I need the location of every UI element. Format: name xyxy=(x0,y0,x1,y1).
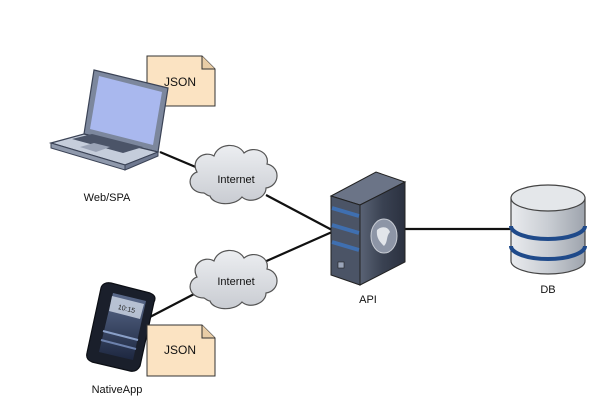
phone-clock: 10:15 xyxy=(117,304,136,315)
connectors xyxy=(147,150,512,319)
json-note-bottom-label: JSON xyxy=(164,343,196,357)
server-icon xyxy=(329,171,407,286)
database-icon xyxy=(509,184,587,275)
laptop-icon xyxy=(48,69,169,171)
line-web-to-cloud xyxy=(159,150,199,170)
phone-icon: 10:15 xyxy=(86,282,156,372)
json-note-top-label: JSON xyxy=(164,75,196,89)
cloud-icon-top: Internet xyxy=(189,144,278,205)
cloud-bottom-label: Internet xyxy=(217,276,254,288)
web-spa-label: Web/SPA xyxy=(84,192,131,204)
cloud-icon-bottom: Internet xyxy=(189,249,278,310)
line-native-to-cloud xyxy=(147,291,199,319)
cloud-top-label: Internet xyxy=(217,174,254,186)
line-cloud-to-api-bottom xyxy=(261,230,333,265)
native-app-label: NativeApp xyxy=(92,384,143,396)
db-label: DB xyxy=(540,284,555,296)
line-cloud-to-api-top xyxy=(265,194,333,231)
api-label: API xyxy=(359,294,377,306)
json-note-bottom: JSON xyxy=(146,324,216,377)
